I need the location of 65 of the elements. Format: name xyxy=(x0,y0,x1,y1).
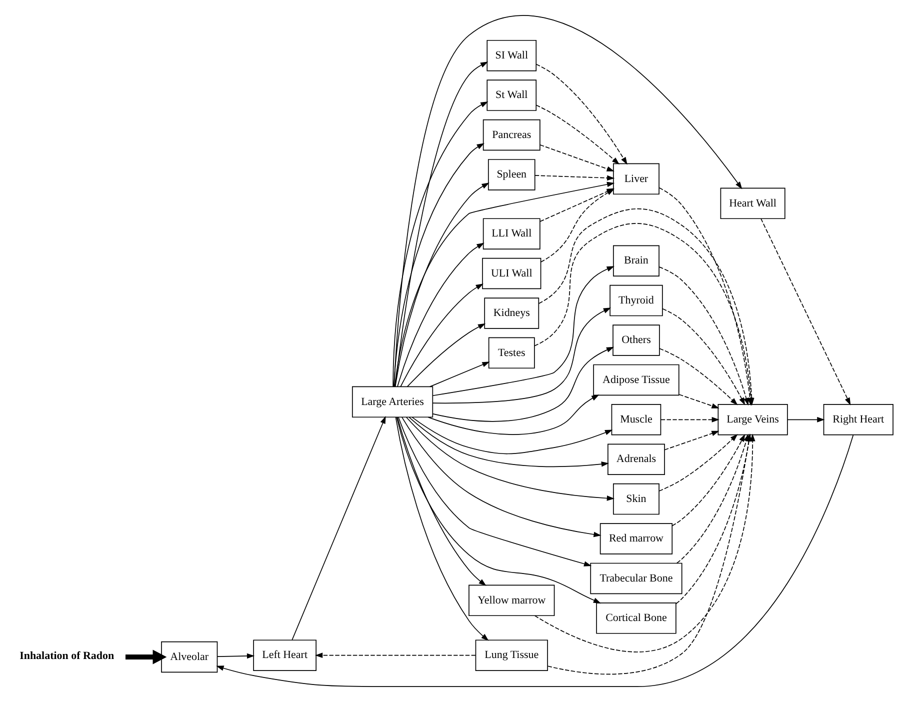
node-box: St Wall xyxy=(486,80,537,111)
arrow xyxy=(216,653,255,659)
node-text: Inhalation of Radon xyxy=(20,650,114,662)
node-box: Large Arteries xyxy=(352,386,434,418)
arrow xyxy=(659,348,738,406)
node-box: Left Heart xyxy=(253,640,316,671)
arrow xyxy=(400,284,484,388)
node-box: Lung Tissue xyxy=(475,640,548,671)
arrow xyxy=(394,15,742,388)
node-box: Trabecular Bone xyxy=(590,562,682,594)
node-box: Adipose Tissue xyxy=(593,364,680,396)
arrow xyxy=(395,416,489,641)
node-box: Yellow marrow xyxy=(468,584,555,616)
node-box: Adrenals xyxy=(608,444,665,475)
arrow xyxy=(393,143,484,387)
arrow xyxy=(536,104,620,164)
arrow xyxy=(432,346,614,422)
arrow xyxy=(787,416,825,422)
node-box: Skin xyxy=(613,483,660,515)
arrow xyxy=(398,416,592,566)
arrow xyxy=(412,416,613,454)
node-box: Spleen xyxy=(488,159,536,190)
arrow xyxy=(678,394,720,408)
node-box: LLI Wall xyxy=(482,218,540,250)
node-box: Brain xyxy=(613,245,660,276)
arrow xyxy=(314,652,476,658)
arrow xyxy=(429,362,490,388)
arrow xyxy=(428,394,600,435)
arrow xyxy=(540,144,614,172)
arrow xyxy=(126,650,167,664)
arrow xyxy=(432,308,612,404)
node-box: Red marrow xyxy=(600,523,673,554)
arrow xyxy=(402,416,602,538)
arrow xyxy=(662,308,746,406)
node-box: Muscle xyxy=(611,404,662,436)
arrow xyxy=(406,416,614,501)
arrow xyxy=(397,242,484,388)
arrow xyxy=(394,182,490,387)
node-box: Liver xyxy=(613,163,660,195)
arrow xyxy=(658,434,738,492)
arrow xyxy=(672,434,746,526)
node-box: SI Wall xyxy=(486,40,537,72)
arrow xyxy=(664,430,720,450)
node-box: Thyroid xyxy=(610,284,663,316)
arrow xyxy=(432,266,614,396)
node-box: Large Veins xyxy=(718,404,788,436)
node-box: Alveolar xyxy=(161,641,218,673)
node-box: Others xyxy=(612,324,660,356)
arrow xyxy=(534,175,615,181)
node-box: ULI Wall xyxy=(482,258,542,290)
arrow xyxy=(396,416,486,586)
node-box: Pancreas xyxy=(482,119,540,151)
arrow xyxy=(660,416,720,422)
arrow xyxy=(292,416,386,640)
node-box: Right Heart xyxy=(823,404,894,436)
node-box: Kidneys xyxy=(484,298,540,329)
arrow xyxy=(760,218,851,406)
arrow xyxy=(406,323,486,388)
node-box: Heart Wall xyxy=(720,188,786,220)
node-box: Testes xyxy=(488,337,535,369)
arrow xyxy=(536,64,628,165)
node-box: Cortical Bone xyxy=(596,602,676,634)
arrow xyxy=(658,266,749,406)
arrow xyxy=(396,416,602,604)
arrow xyxy=(408,416,610,468)
